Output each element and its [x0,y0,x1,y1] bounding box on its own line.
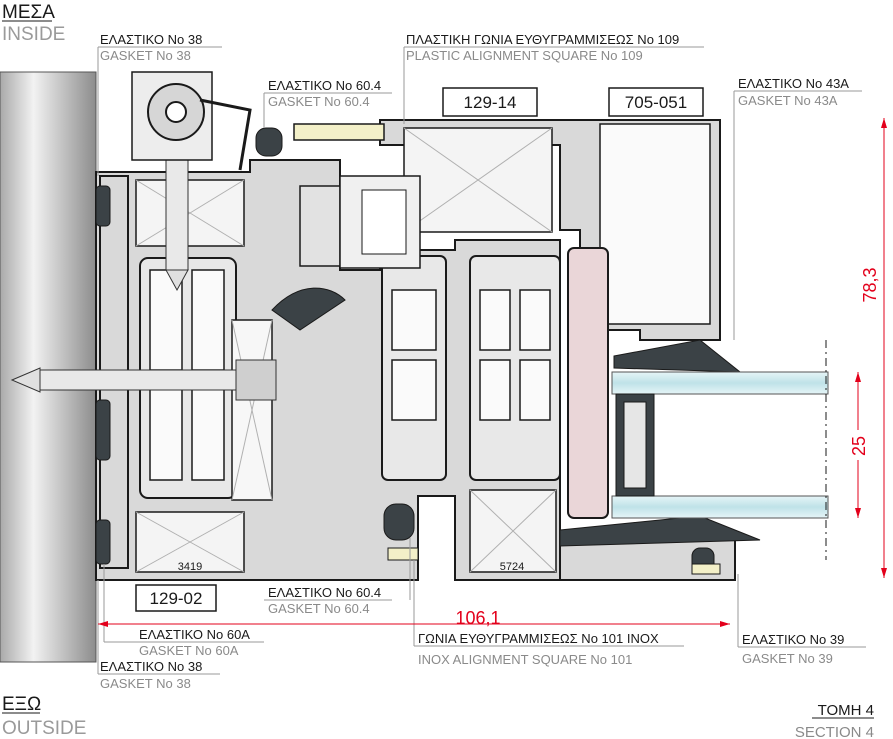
svg-text:78,3: 78,3 [860,267,880,302]
svg-text:ΕΛΑΣΤΙΚΟ Νο 43Α: ΕΛΑΣΤΙΚΟ Νο 43Α [738,76,849,91]
hardware-block [299,175,421,269]
svg-text:ΕΛΑΣΤΙΚΟ Νο 60.4: ΕΛΑΣΤΙΚΟ Νο 60.4 [268,78,381,93]
profile-code-705-051: 705-051 [608,87,704,117]
svg-text:129-02: 129-02 [150,589,203,608]
svg-text:GASKET Νο 60.4: GASKET Νο 60.4 [268,601,370,616]
gasket-39-insert [691,563,721,575]
svg-text:GASKET Νο 39: GASKET Νο 39 [742,651,833,666]
sash-profile [379,119,736,581]
svg-text:129-14: 129-14 [464,93,517,112]
svg-text:INOX ALIGNMENT SQUARE Νο 101: INOX ALIGNMENT SQUARE Νο 101 [418,652,632,667]
svg-text:106,1: 106,1 [455,608,500,628]
outside-label-gr: ΕΞΩ [2,694,41,715]
svg-text:ΠΛΑΣΤΙΚΗ ΓΩΝΙΑ ΕΥΘΥΓΡΑΜΜΙΣΕΩΣ: ΠΛΑΣΤΙΚΗ ΓΩΝΙΑ ΕΥΘΥΓΡΑΜΜΙΣΕΩΣ Νο 109 [406,32,679,47]
svg-text:ΓΩΝΙΑ ΕΥΘΥΓΡΑΜΜΙΣΕΩΣ Νο 101 IN: ΓΩΝΙΑ ΕΥΘΥΓΡΑΜΜΙΣΕΩΣ Νο 101 INOX [418,631,659,646]
callout-inox-101: ΓΩΝΙΑ ΕΥΘΥΓΡΑΜΜΙΣΕΩΣ Νο 101 INOX INOX AL… [413,560,684,667]
inside-label-en: INSIDE [2,24,65,45]
callout-plastic-109: ΠΛΑΣΤΙΚΗ ΓΩΝΙΑ ΕΥΘΥΓΡΑΜΜΙΣΕΩΣ Νο 109 PLA… [403,32,704,124]
svg-text:PLASTIC ALIGNMENT SQUARE Νο 10: PLASTIC ALIGNMENT SQUARE Νο 109 [406,48,643,63]
plastic-alignment-square [293,123,385,141]
svg-text:GASKET Νο 43Α: GASKET Νο 43Α [738,93,838,108]
profile-code-129-14: 129-14 [442,87,538,117]
dimension-glass: 25 [849,372,869,518]
gaskets [95,127,761,575]
dimension-width: 106,1 [98,608,730,628]
callout-gasket-60a: ΕΛΑΣΤΙΚΟ Νο 60Α GASKET Νο 60Α [103,564,264,658]
callout-gasket-38-top: ΕΛΑΣΤΙΚΟ Νο 38 GASKET Νο 38 [97,32,222,176]
svg-text:ΕΛΑΣΤΙΚΟ Νο 60Α: ΕΛΑΣΤΙΚΟ Νο 60Α [139,627,250,642]
fixing-screw-top [165,159,189,292]
glass-pane [611,340,829,560]
inside-label-gr: ΜΕΣΑ [2,2,55,23]
gasket-38-assembly [131,71,252,171]
small-code-3419: 3419 [178,561,202,573]
wall [0,71,97,663]
profile-code-129-02: 129-02 [135,584,217,612]
callout-gasket-60-4-top: ΕΛΑΣΤΙΚΟ Νο 60.4 GASKET Νο 60.4 [263,78,392,128]
callout-gasket-38-bottom: ΕΛΑΣΤΙΚΟ Νο 38 GASKET Νο 38 [97,580,220,691]
svg-text:GASKET Νο 38: GASKET Νο 38 [100,676,191,691]
section-label-gr: ΤΟΜΗ 4 [818,702,874,719]
svg-text:GASKET Νο 60.4: GASKET Νο 60.4 [268,94,370,109]
callout-gasket-60-4-bottom: ΕΛΑΣΤΙΚΟ Νο 60.4 GASKET Νο 60.4 [264,538,411,616]
svg-text:GASKET Νο 38: GASKET Νο 38 [100,48,191,63]
svg-text:ΕΛΑΣΤΙΚΟ Νο 38: ΕΛΑΣΤΙΚΟ Νο 38 [100,659,202,674]
glazing-spacer [567,247,609,519]
section-label-en: SECTION 4 [795,724,874,739]
wall-screw [10,359,277,401]
small-code-5724: 5724 [500,561,524,573]
svg-text:705-051: 705-051 [625,93,687,112]
svg-text:25: 25 [849,436,869,456]
svg-text:ΕΛΑΣΤΙΚΟ Νο 39: ΕΛΑΣΤΙΚΟ Νο 39 [742,632,844,647]
callout-gasket-39: ΕΛΑΣΤΙΚΟ Νο 39 GASKET Νο 39 [737,574,866,666]
inox-alignment-square [387,547,419,561]
dimension-height: 78,3 [860,118,887,578]
outside-label-en: OUTSIDE [2,718,86,739]
svg-text:GASKET Νο 60Α: GASKET Νο 60Α [139,643,239,658]
callout-gasket-43a: ΕΛΑΣΤΙΚΟ Νο 43Α GASKET Νο 43Α [733,76,862,340]
svg-text:ΕΛΑΣΤΙΚΟ Νο 60.4: ΕΛΑΣΤΙΚΟ Νο 60.4 [268,585,381,600]
svg-text:ΕΛΑΣΤΙΚΟ Νο 38: ΕΛΑΣΤΙΚΟ Νο 38 [100,32,202,47]
